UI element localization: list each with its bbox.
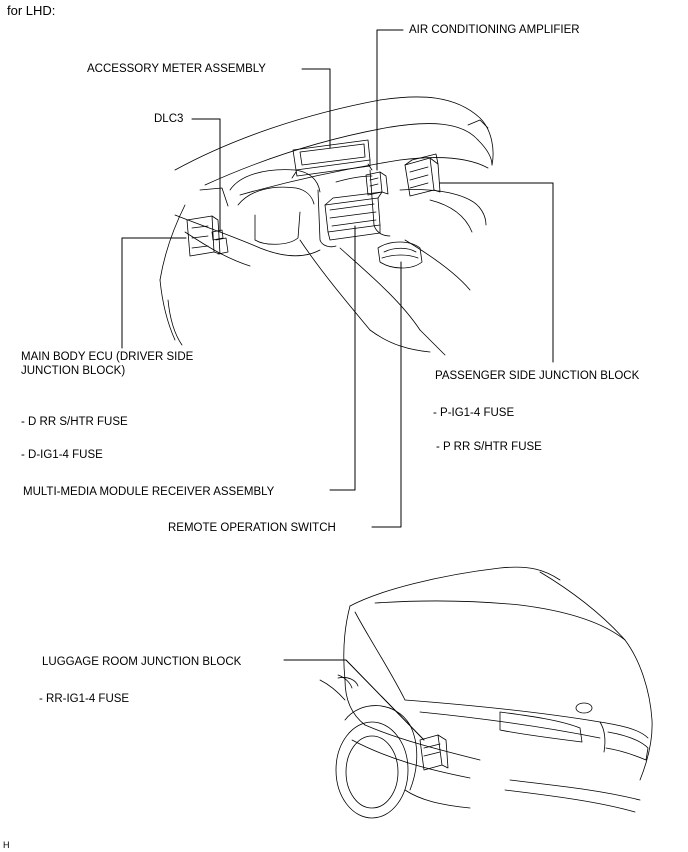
label-main-body-ecu-line2: JUNCTION BLOCK) — [21, 365, 126, 377]
label-remote-operation-switch: REMOTE OPERATION SWITCH — [168, 522, 336, 534]
label-dlc3: DLC3 — [154, 113, 184, 125]
leader-lines-upper — [121, 29, 554, 528]
label-luggage-room-junction-block: LUGGAGE ROOM JUNCTION BLOCK — [42, 656, 242, 668]
air-conditioning-amplifier-drawing — [365, 171, 389, 196]
label-multi-media-module-receiver-assembly: MULTI-MEDIA MODULE RECEIVER ASSEMBLY — [23, 486, 275, 498]
label-rr-ig1-4-fuse: - RR-IG1-4 FUSE — [39, 693, 130, 705]
label-p-rr-shtr-fuse: - P RR S/HTR FUSE — [436, 441, 542, 453]
label-accessory-meter-assembly: ACCESSORY METER ASSEMBLY — [87, 63, 266, 75]
passenger-junction-block-drawing — [404, 153, 441, 197]
dlc3-drawing — [211, 229, 224, 241]
leader-line-luggage — [283, 659, 425, 741]
main-body-ecu-drawing — [186, 215, 229, 257]
label-d-ig1-4-fuse: - D-IG1-4 FUSE — [21, 449, 103, 461]
figure-code: H — [3, 840, 10, 850]
variant-label: for LHD: — [7, 3, 56, 18]
label-d-rr-shtr-fuse: - D RR S/HTR FUSE — [21, 416, 128, 428]
vehicle-rear-drawing — [319, 566, 653, 819]
label-main-body-ecu-line1: MAIN BODY ECU (DRIVER SIDE — [21, 351, 194, 363]
label-air-conditioning-amplifier: AIR CONDITIONING AMPLIFIER — [409, 24, 580, 36]
instrument-panel-drawing — [159, 96, 494, 356]
accessory-meter-drawing — [291, 139, 373, 179]
remote-operation-switch-drawing — [377, 241, 423, 269]
label-passenger-side-junction-block: PASSENGER SIDE JUNCTION BLOCK — [435, 370, 640, 382]
label-p-ig1-4-fuse: - P-IG1-4 FUSE — [433, 407, 515, 419]
